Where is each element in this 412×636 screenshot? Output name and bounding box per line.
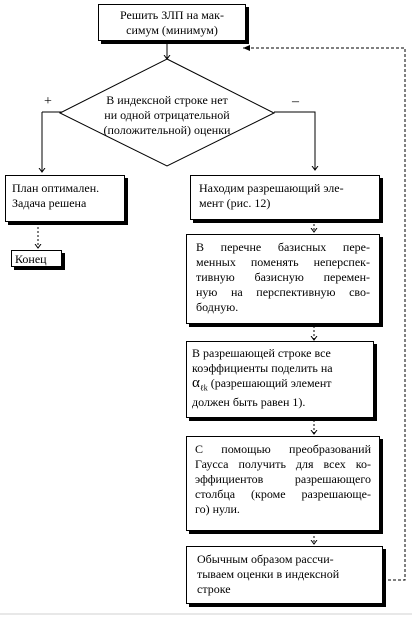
divide-row-box: В разрешающей строке все коэффициенты по… bbox=[186, 341, 374, 418]
yes-label: + bbox=[44, 94, 52, 109]
decision-line-2: ни одной отрицательной bbox=[104, 108, 230, 122]
optimal-line-1: План оптимален. bbox=[12, 181, 100, 195]
arrow-loop-back bbox=[243, 47, 406, 581]
divide-line-3-rest: (разрешающий элемент bbox=[210, 376, 332, 390]
divide-line-4: должен быть равен 1). bbox=[192, 395, 306, 410]
gauss-line-5: го) нули. bbox=[195, 502, 240, 516]
decision-line-1: В индексной строке нет bbox=[106, 93, 228, 107]
gauss-line-3: эффициентов разрешающего bbox=[195, 472, 371, 486]
divide-line-2: коэффициенты поделить на bbox=[192, 361, 333, 375]
divide-line-1: В разрешающей строке все bbox=[192, 346, 331, 360]
swap-variables-box: В перечне базисных пере- менных поменять… bbox=[186, 234, 380, 324]
optimal-box: План оптимален. Задача решена bbox=[5, 175, 125, 222]
compute-scores-box: Обычным образом рассчи- тываем оценки в … bbox=[186, 546, 383, 604]
decision-line-3: (положительной) оценки bbox=[103, 123, 231, 137]
end-label: Конец bbox=[15, 252, 47, 266]
swap-line-3: тивную базисную перемен- bbox=[196, 270, 370, 284]
gauss-line-4: столбца (кроме разрешающе- bbox=[195, 487, 371, 501]
swap-line-5: бодную. bbox=[196, 300, 239, 314]
start-line-2: симум (минимум) bbox=[126, 23, 218, 37]
arrow-no-branch bbox=[274, 111, 315, 170]
gauss-box: С помощью преобразований Гаусса получить… bbox=[186, 436, 380, 531]
start-box: Решить ЗЛП на мак- симум (минимум) bbox=[98, 4, 246, 41]
decision-text: В индексной строке нет ни одной отрицате… bbox=[82, 93, 252, 138]
optimal-line-2: Задача решена bbox=[12, 196, 87, 210]
gauss-line-1: С помощью преобразований bbox=[195, 442, 371, 456]
find-line-1: Находим разрешающий эле- bbox=[199, 181, 344, 195]
swap-line-1: В перечне базисных пере- bbox=[196, 240, 370, 254]
scores-line-1: Обычным образом рассчи- bbox=[197, 552, 334, 566]
swap-line-4: ную на перспективную сво- bbox=[196, 285, 370, 299]
swap-line-2: менных поменять неперспек- bbox=[196, 255, 370, 269]
find-element-box: Находим разрешающий эле- мент (рис. 12) bbox=[190, 175, 380, 220]
decision-diamond bbox=[58, 58, 276, 167]
no-label: – bbox=[292, 94, 299, 109]
alpha-symbol: α bbox=[192, 375, 200, 391]
scores-line-3: строке bbox=[197, 582, 231, 596]
end-box: Конец bbox=[11, 250, 62, 267]
start-line-1: Решить ЗЛП на мак- bbox=[120, 8, 224, 22]
gauss-line-2: Гаусса получить для всех ко- bbox=[195, 457, 371, 471]
alpha-subscript: ℓk bbox=[199, 383, 208, 393]
scores-line-2: тываем оценки в индексной bbox=[197, 567, 340, 581]
divide-line-3: αℓk (разрешающий элемент bbox=[192, 376, 369, 395]
find-line-2: мент (рис. 12) bbox=[199, 196, 271, 210]
